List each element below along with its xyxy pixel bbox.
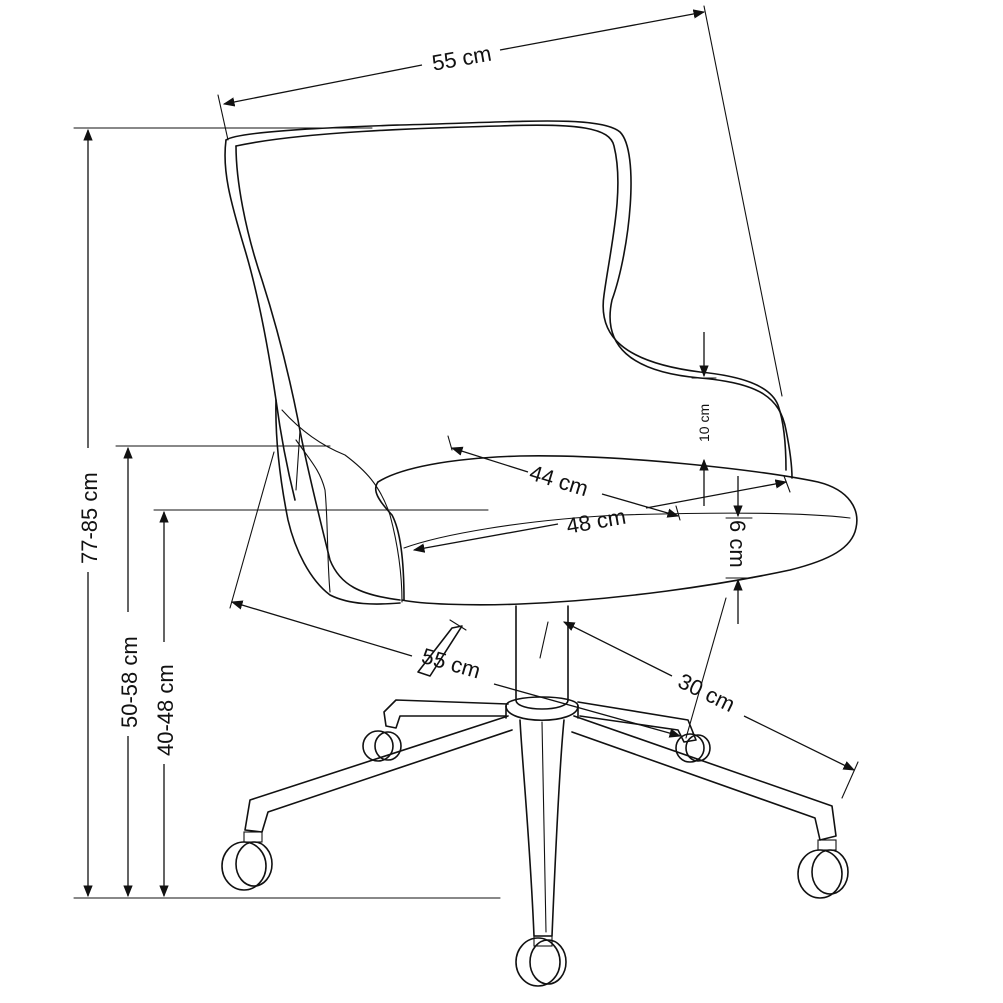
- label-back-gap: 10 cm: [696, 404, 712, 442]
- label-total-height: 77-85 cm: [77, 472, 102, 564]
- casters: [221, 730, 849, 987]
- dimension-top-width: 55 cm: [217, 5, 783, 397]
- label-base-radius: 30 cm: [674, 668, 739, 717]
- dimension-seat-width: 44 cm: [447, 435, 681, 521]
- dimension-seat-thickness: 6 cm: [725, 476, 753, 624]
- label-top-width: 55 cm: [430, 41, 493, 76]
- label-seat-thickness: 6 cm: [725, 520, 750, 568]
- label-seat-height: 40-48 cm: [153, 664, 178, 756]
- dimension-total-height: 77-85 cm: [73, 127, 501, 899]
- caster-right: [797, 839, 849, 899]
- dimension-base-radius: 30 cm: [562, 621, 859, 799]
- seat: [374, 455, 858, 606]
- dimension-seat-height: 40-48 cm: [153, 509, 489, 898]
- caster-front: [515, 935, 567, 987]
- dimension-base-width: 55 cm: [229, 451, 727, 739]
- label-seat-depth: 48 cm: [564, 504, 627, 539]
- caster-back-right: [675, 733, 711, 763]
- label-armrest-height: 50-58 cm: [117, 636, 142, 728]
- caster-back-left: [362, 730, 402, 762]
- backrest: [224, 120, 793, 605]
- dimension-back-gap: 10 cm: [691, 332, 717, 506]
- label-base-width: 55 cm: [419, 643, 483, 684]
- caster-left: [221, 831, 273, 891]
- dimension-armrest-height: 50-58 cm: [115, 445, 331, 898]
- base: [244, 699, 837, 937]
- label-seat-width: 44 cm: [527, 460, 592, 501]
